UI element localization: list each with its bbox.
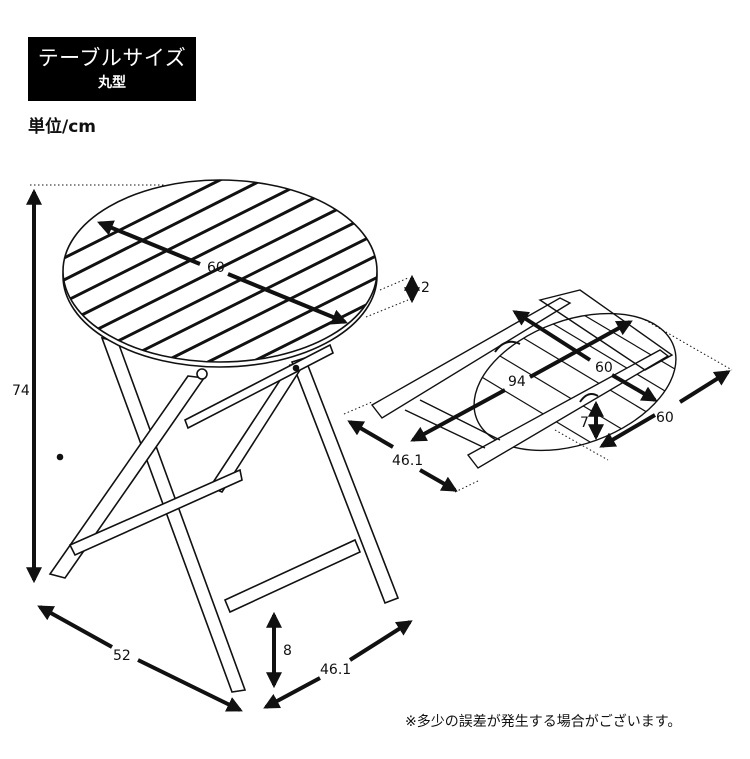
dim-depth-label: 46.1 xyxy=(320,662,351,678)
folded-table-drawing xyxy=(370,289,691,469)
dim-folded-width-label: 46.1 xyxy=(392,453,423,469)
title-box: テーブルサイズ 丸型 xyxy=(28,37,196,101)
dim-height-label: 74 xyxy=(12,383,30,399)
open-table-drawing xyxy=(48,179,400,693)
dim-width-label: 52 xyxy=(113,648,131,664)
folded-table-dimensions xyxy=(343,310,733,493)
unit-label: 単位/cm xyxy=(28,117,96,137)
dim-top-thickness-label: 2 xyxy=(421,280,430,296)
disclaimer-note: ※多少の誤差が発生する場合がございます。 xyxy=(405,714,682,730)
open-table-dimensions xyxy=(26,184,420,712)
dim-folded-length-label: 94 xyxy=(508,374,526,390)
page-subtitle: 丸型 xyxy=(98,75,126,91)
dim-stretcher-height-label: 8 xyxy=(283,643,292,659)
dim-diameter-label: 60 xyxy=(207,260,225,276)
dim-folded-thickness-label: 7 xyxy=(580,415,589,431)
dim-folded-depth-label: 60 xyxy=(656,410,674,426)
page-title: テーブルサイズ xyxy=(37,46,187,70)
dim-folded-diameter-label: 60 xyxy=(595,360,613,376)
